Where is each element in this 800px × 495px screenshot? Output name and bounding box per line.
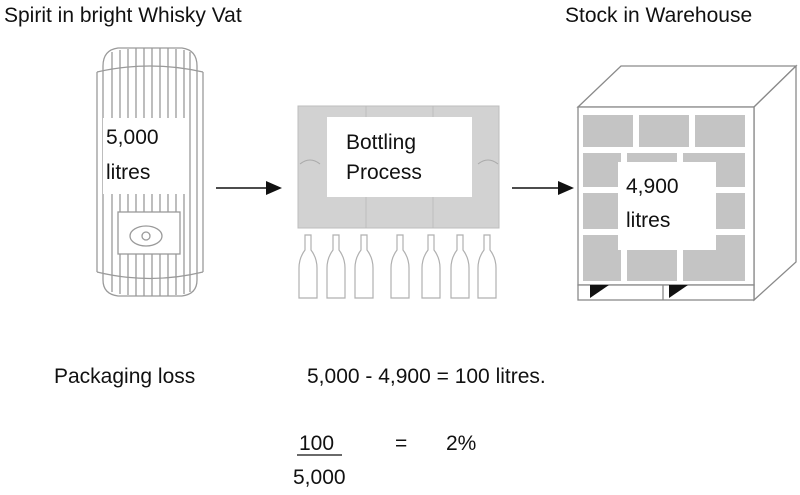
packaging-loss-label: Packaging loss <box>54 365 196 388</box>
warehouse-stack <box>576 64 798 302</box>
fraction-equals: = <box>395 432 408 455</box>
fraction-numerator: 100 <box>299 432 335 455</box>
bottling-machine <box>297 105 500 229</box>
bottles <box>298 234 497 299</box>
bottling-title-line2: Process <box>346 161 422 184</box>
vat-volume-unit: litres <box>106 161 151 184</box>
arrow-bottling-to-warehouse <box>512 181 574 195</box>
fraction-denominator: 5,000 <box>293 466 346 489</box>
vat-label-box <box>103 118 186 194</box>
warehouse-volume-value: 4,900 <box>626 175 679 198</box>
bottling-title-line1: Bottling <box>346 131 417 154</box>
packaging-loss-equation: 5,000 - 4,900 = 100 litres. <box>307 365 546 388</box>
fraction-result: 2% <box>446 432 477 455</box>
warehouse-heading: Stock in Warehouse <box>565 4 753 27</box>
arrow-vat-to-bottling <box>216 181 282 195</box>
vat-heading: Spirit in bright Whisky Vat <box>4 4 242 27</box>
warehouse-volume-unit: litres <box>626 209 671 232</box>
vat-volume-value: 5,000 <box>106 126 159 149</box>
